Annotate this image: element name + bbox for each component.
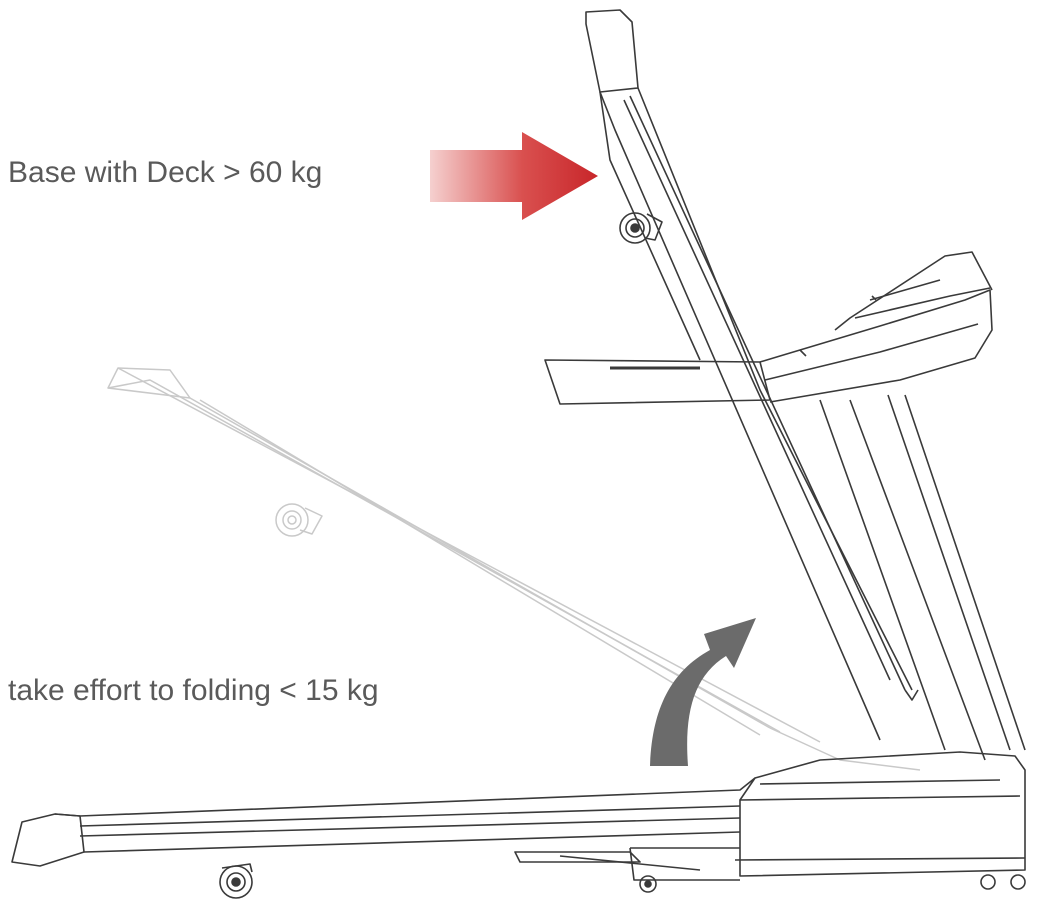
- right-arrow-icon: [430, 132, 598, 220]
- curved-up-arrow-icon: [650, 618, 756, 766]
- base-frame: [11, 751, 1026, 899]
- base-wheel-front: [219, 863, 253, 899]
- deck-weight-label: Base with Deck > 60 kg: [8, 156, 323, 189]
- uprights-and-console: [544, 251, 1026, 761]
- folding-effort-label: take effort to folding < 15 kg: [8, 674, 379, 707]
- base-wheel-rear: [639, 874, 1026, 893]
- folded-deck-wheel: [619, 212, 663, 244]
- deck-folded: [585, 9, 919, 741]
- deck-lowered-ghost: [107, 367, 921, 771]
- ghost-wheel: [275, 503, 323, 537]
